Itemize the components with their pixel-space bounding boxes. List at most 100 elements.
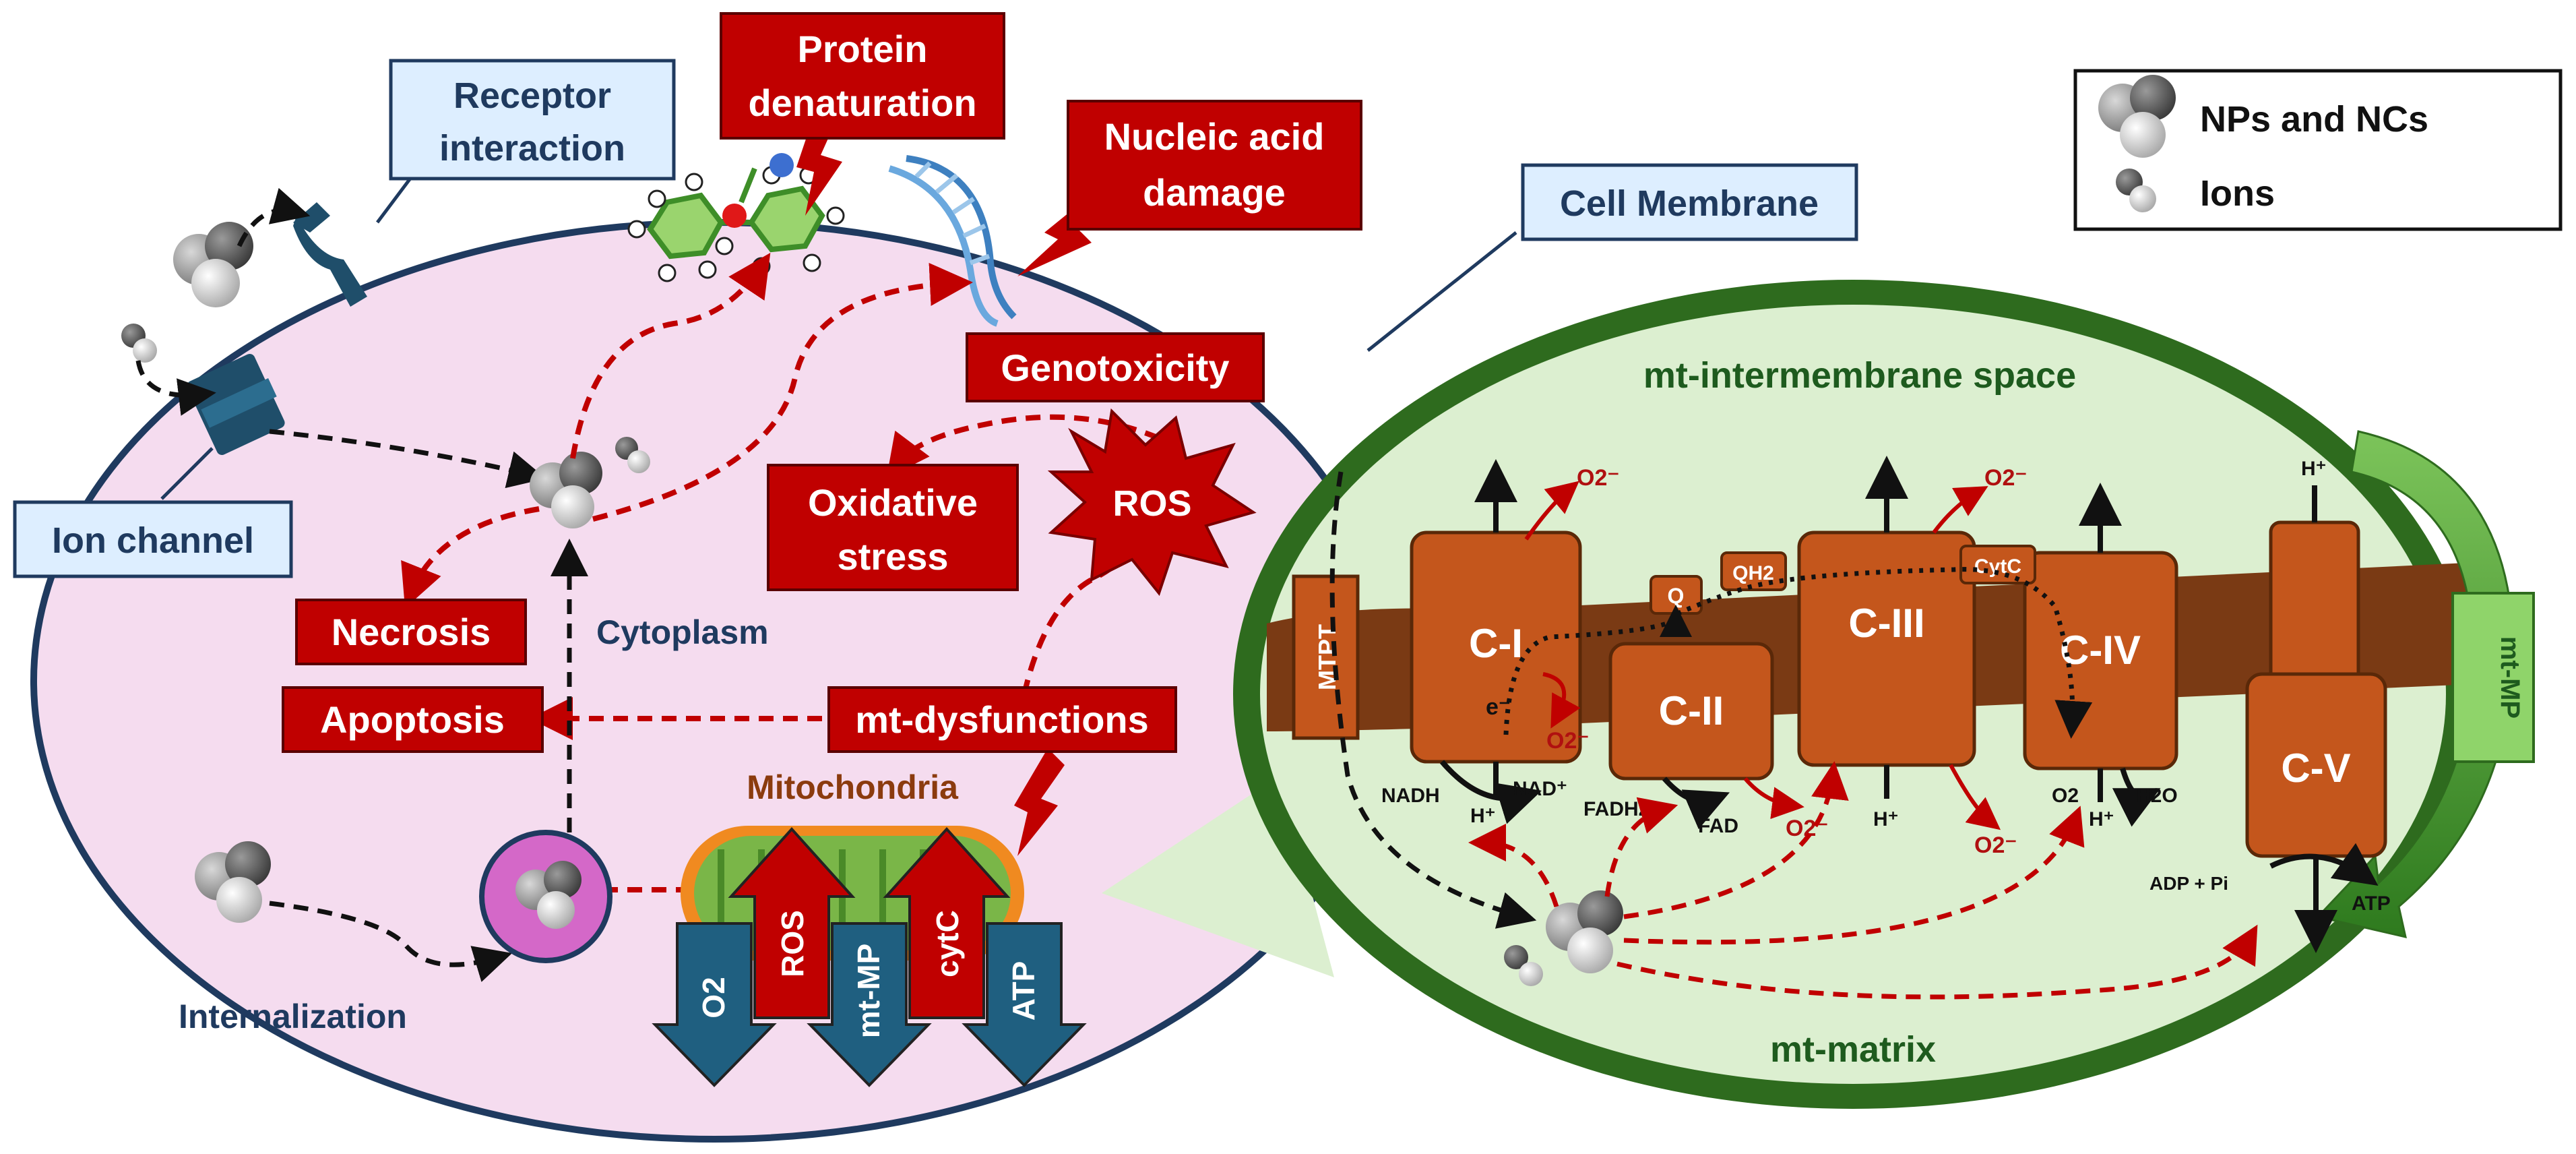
genotoxicity-box: Genotoxicity bbox=[966, 332, 1265, 402]
c3-superoxide-bottom-arrow bbox=[1949, 764, 2001, 830]
legend-nps-label: NPs and NCs bbox=[2200, 99, 2428, 140]
np-to-c2-arrow bbox=[1604, 797, 1678, 897]
receptor-binding-arrow bbox=[237, 187, 311, 247]
damage-bolt-icon bbox=[1014, 748, 1065, 856]
cell-membrane-leader-line bbox=[1366, 231, 1517, 352]
nad-label: NAD⁺ bbox=[1513, 778, 1567, 800]
nitrogen-atom bbox=[769, 153, 794, 177]
c4-water-arrow bbox=[2112, 767, 2161, 827]
complex-i-label: C-I bbox=[1469, 621, 1523, 666]
protein-label-1: Protein bbox=[798, 28, 928, 70]
np-to-c4-arrow bbox=[1623, 806, 2085, 945]
c5-hplus-label: H⁺ bbox=[2301, 458, 2327, 480]
oxidative-label-2: stress bbox=[837, 535, 948, 578]
ros-label: ROS bbox=[1112, 483, 1191, 524]
c1-superoxide-top-arrow bbox=[1524, 481, 1579, 541]
adp-label: ADP + Pi bbox=[2149, 873, 2228, 894]
particle-to-necrosis-arrow bbox=[401, 506, 540, 609]
complex-i: C-I bbox=[1410, 530, 1582, 764]
internalization-label: Internalization bbox=[179, 998, 407, 1035]
c1-hplus-label: H⁺ bbox=[1470, 805, 1496, 827]
mito-arrow-label-atp: ATP bbox=[1006, 961, 1041, 1021]
ros-up-arrow bbox=[728, 827, 856, 1019]
h2o-label: H2O bbox=[2136, 785, 2178, 807]
mt-mp-tag: mt-MP bbox=[2451, 592, 2535, 763]
c4-hplus-label: H⁺ bbox=[2089, 808, 2114, 830]
particle-to-protein-arrow bbox=[570, 253, 771, 459]
mt-mp-tag-label: mt-MP bbox=[2495, 636, 2525, 719]
c3-superoxide-top-arrow bbox=[1932, 486, 1988, 534]
superoxide-c3-bottom: O2⁻ bbox=[1974, 832, 2017, 858]
fad-label: FAD bbox=[1698, 815, 1738, 837]
nanoparticle-cluster-icon bbox=[1546, 890, 1623, 973]
internalization-arrow bbox=[269, 901, 513, 982]
genotoxicity-label: Genotoxicity bbox=[1001, 346, 1229, 389]
nanoparticle-cluster-icon bbox=[195, 841, 271, 923]
mtpt-label: MTPT bbox=[1313, 624, 1341, 690]
complex-iv: C-IV bbox=[2023, 551, 2178, 770]
receptor-interaction-callout: Receptor interaction bbox=[389, 59, 676, 181]
necrosis-box: Necrosis bbox=[295, 599, 527, 665]
nanoparticle-cluster-icon bbox=[173, 222, 253, 307]
qh2-label: QH2 bbox=[1732, 562, 1774, 584]
cytc-tag: CytC bbox=[1959, 545, 2036, 584]
channel-to-particle-arrow bbox=[269, 429, 546, 489]
protein-label-2: denaturation bbox=[748, 82, 976, 124]
apoptosis-box: Apoptosis bbox=[282, 686, 544, 753]
nucleic-label-2: damage bbox=[1143, 171, 1286, 214]
ion-channel-label: Ion channel bbox=[52, 520, 254, 561]
c1-superoxide-bottom-arrow bbox=[1542, 672, 1581, 729]
dysfunction-to-ros-arrow bbox=[1022, 510, 1156, 695]
mito-arrow-label-mt-mp: mt-MP bbox=[851, 944, 886, 1039]
mito-arrow-label-cytc: cytC bbox=[930, 910, 965, 977]
nadh-label: NADH bbox=[1381, 785, 1440, 807]
fadh2-label: FADH2 bbox=[1583, 798, 1650, 820]
np-to-c1-arrow bbox=[1468, 824, 1559, 908]
particle-to-dna-arrow bbox=[592, 262, 973, 522]
protein-molecule-icon bbox=[647, 167, 825, 260]
endosome-icon bbox=[479, 830, 612, 963]
mito-arrow-label-ros: ROS bbox=[775, 910, 810, 977]
superoxide-c1-top: O2⁻ bbox=[1577, 465, 1619, 491]
c1-nadh-arrow bbox=[1439, 760, 1542, 824]
apoptosis-label: Apoptosis bbox=[320, 698, 505, 741]
mito-marker-arrows bbox=[652, 827, 1087, 1087]
legend-nps-icon bbox=[2098, 75, 2176, 158]
c2-superoxide-arrow bbox=[1743, 777, 1804, 820]
c3-hplus-label: H⁺ bbox=[1873, 808, 1899, 830]
mtpt-pore: MTPT bbox=[1292, 574, 1360, 740]
ion-channel-callout: Ion channel bbox=[13, 500, 293, 578]
legend: NPs and NCs Ions bbox=[2073, 69, 2563, 231]
complex-iv-label: C-IV bbox=[2060, 628, 2141, 673]
mt-dysfunctions-box: mt-dysfunctions bbox=[827, 686, 1177, 753]
protein-denaturation-box: Protein denaturation bbox=[720, 12, 1005, 140]
cytoplasm-label: Cytoplasm bbox=[596, 613, 769, 651]
superoxide-c1-bottom: O2⁻ bbox=[1546, 728, 1589, 754]
ros-to-oxidative-arrow bbox=[886, 414, 1160, 479]
complex-v: C-V bbox=[2245, 520, 2387, 858]
oxidative-stress-box: Oxidative stress bbox=[767, 464, 1019, 591]
mito-arrow-label-o2: O2 bbox=[696, 977, 731, 1018]
ion-pair-icon bbox=[121, 324, 157, 363]
ros-burst-icon bbox=[1047, 408, 1257, 597]
nanoparticle-cluster-icon bbox=[530, 452, 602, 528]
complex-iii: C-III bbox=[1797, 530, 1976, 767]
np-to-c5-arrow bbox=[1616, 924, 2258, 1000]
atp-label: ATP bbox=[2352, 892, 2391, 915]
electron-label: e⁻ bbox=[1486, 694, 1511, 720]
nucleic-label-1: Nucleic acid bbox=[1104, 115, 1325, 158]
receptor-icon bbox=[293, 202, 367, 307]
complex-ii-label: C-II bbox=[1659, 688, 1724, 733]
intermembrane-label: mt-intermembrane space bbox=[1643, 355, 2076, 396]
o2-label: O2 bbox=[2052, 785, 2079, 807]
o2-down-arrow bbox=[652, 922, 777, 1087]
nucleic-acid-damage-box: Nucleic acid damage bbox=[1067, 100, 1362, 231]
legend-ions-icon bbox=[2116, 169, 2156, 212]
np-mito-entry-arrow bbox=[1329, 471, 1537, 929]
ion-entry-arrow bbox=[135, 360, 216, 416]
np-to-c3-arrow bbox=[1623, 761, 1849, 919]
receptor-label-2: interaction bbox=[439, 128, 625, 169]
qh2-tag: QH2 bbox=[1720, 551, 1787, 591]
c2-fadh2-arrow bbox=[1662, 777, 1730, 830]
